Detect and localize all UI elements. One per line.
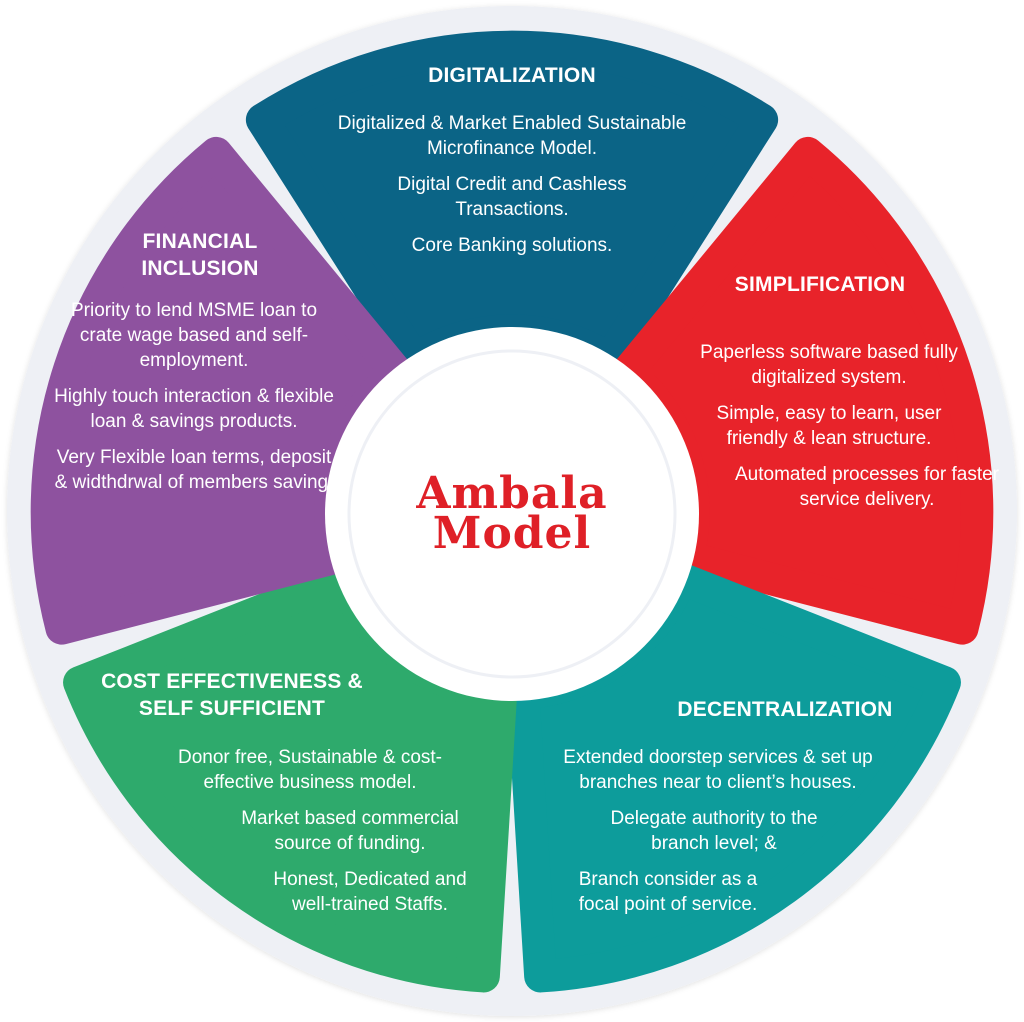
segment-item: Branch consider as a focal point of serv… bbox=[578, 869, 758, 915]
inner-ring bbox=[325, 327, 699, 701]
segment-simplification: SIMPLIFICATION bbox=[700, 271, 940, 298]
inner-ring-border bbox=[347, 349, 677, 679]
segment-item: Donor free, Sustainable & cost-effective… bbox=[177, 747, 443, 793]
segment-title: DECENTRALIZATION bbox=[677, 698, 893, 721]
segment-item: Simple, easy to learn, user friendly & l… bbox=[716, 403, 942, 449]
segment-item: Digital Credit and Cashless Transactions… bbox=[397, 174, 627, 220]
segment-decentralization: DECENTRALIZATION bbox=[640, 696, 930, 723]
segment-title: COST EFFECTIVENESS & SELF SUFFICIENT bbox=[101, 670, 363, 720]
segment-item: Market based commercial source of fundin… bbox=[241, 808, 459, 854]
segment-item: Highly touch interaction & flexible loan… bbox=[54, 386, 334, 432]
segment-item: Delegate authority to the branch level; … bbox=[610, 808, 818, 854]
segment-cost-effectiveness-items: Donor free, Sustainable & cost-effective… bbox=[140, 745, 480, 917]
segment-item: Honest, Dedicated and well-trained Staff… bbox=[273, 869, 467, 915]
segment-item: Priority to lend MSME loan to crate wage… bbox=[70, 300, 318, 371]
segment-decentralization-items: Extended doorstep services & set up bran… bbox=[538, 745, 898, 917]
segment-financial-inclusion: FINANCIAL INCLUSION bbox=[110, 228, 290, 282]
segment-simplification-items: Paperless software based fully digitaliz… bbox=[684, 340, 999, 512]
segment-digitalization: DIGITALIZATION Digitalized & Market Enab… bbox=[290, 62, 734, 258]
segment-title: FINANCIAL INCLUSION bbox=[141, 230, 259, 280]
segment-title: SIMPLIFICATION bbox=[734, 273, 906, 296]
segment-item: Automated processes for faster service d… bbox=[734, 464, 999, 510]
segment-financial-inclusion-items: Priority to lend MSME loan to crate wage… bbox=[44, 298, 344, 495]
segment-cost-effectiveness: COST EFFECTIVENESS & SELF SUFFICIENT bbox=[92, 668, 372, 722]
segment-item: Digitalized & Market Enabled Sustainable… bbox=[337, 113, 687, 159]
logo-line-ambala: Ambala bbox=[416, 468, 608, 519]
segment-item: Extended doorstep services & set up bran… bbox=[563, 747, 873, 793]
segment-item: Paperless software based fully digitaliz… bbox=[700, 342, 958, 388]
segment-shapes bbox=[30, 30, 994, 993]
ambala-model-logo: Ambala Model bbox=[352, 364, 672, 664]
segment-title: DIGITALIZATION bbox=[428, 64, 596, 87]
segment-item: Very Flexible loan terms, deposit & widt… bbox=[54, 447, 334, 493]
segment-item: Core Banking solutions. bbox=[411, 235, 613, 256]
logo-line-model: Model bbox=[432, 508, 592, 559]
